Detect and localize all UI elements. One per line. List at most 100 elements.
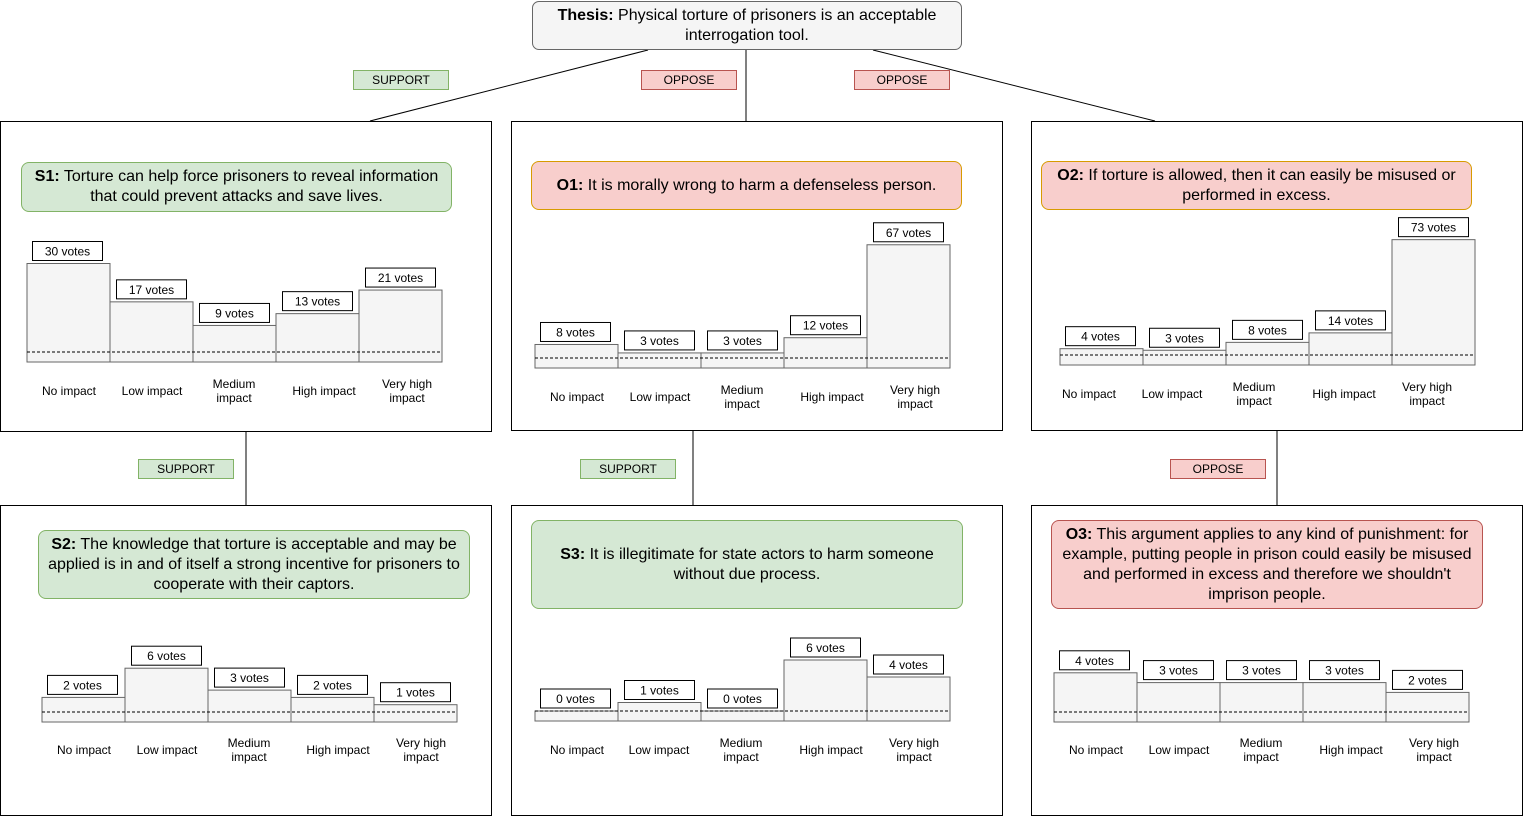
- relation-label-s2: SUPPORT: [138, 459, 234, 479]
- category-label-o3-3: High impact: [1319, 743, 1383, 757]
- relation-label-s3: SUPPORT: [580, 459, 676, 479]
- claim-o2-label: O2:: [1057, 166, 1084, 184]
- value-label-box-o2-1: [1149, 327, 1220, 348]
- category-label-o2-0: No impact: [1062, 387, 1117, 401]
- value-label-s3-4: 4 votes: [889, 658, 928, 672]
- relation-label-o2: OPPOSE: [854, 70, 950, 90]
- value-label-box-o2-2: [1232, 319, 1303, 340]
- value-label-box-o2-0: [1065, 326, 1136, 347]
- value-label-box-s1-3: [282, 291, 353, 312]
- bar-s2-2: [207, 689, 292, 723]
- value-label-box-s3-1: [624, 680, 695, 700]
- category-label-s3-1: Low impact: [629, 743, 690, 757]
- bar-s2-1: [124, 667, 209, 723]
- value-label-o1-2: 3 votes: [723, 334, 762, 348]
- bar-s2-0: [41, 696, 126, 723]
- value-label-o1-0: 8 votes: [556, 325, 595, 339]
- value-label-o2-1: 3 votes: [1165, 331, 1204, 345]
- value-label-box-s2-3: [297, 674, 368, 695]
- claim-o2-text: If torture is allowed, then it can easil…: [1088, 166, 1456, 204]
- category-label-o1-3: High impact: [800, 390, 864, 404]
- relation-label-o1: OPPOSE: [641, 70, 737, 90]
- thesis-box: Thesis: Physical torture of prisoners is…: [532, 1, 962, 50]
- value-label-o2-3: 14 votes: [1328, 314, 1373, 328]
- claim-o3-label: O3:: [1065, 525, 1093, 543]
- category-label-o3-1: Low impact: [1149, 743, 1210, 757]
- claim-s3-text: It is illegitimate for state actors to h…: [589, 545, 934, 583]
- value-label-o2-0: 4 votes: [1081, 330, 1120, 344]
- value-label-box-s2-1: [131, 645, 202, 666]
- claim-o1-label: O1:: [556, 176, 584, 194]
- category-label-s1-0: No impact: [42, 384, 97, 398]
- bar-o1-4: [866, 244, 951, 369]
- category-label-o2-1: Low impact: [1142, 387, 1203, 401]
- category-label-s3-3: High impact: [799, 743, 863, 757]
- category-label-s2-3: High impact: [306, 743, 370, 757]
- category-label-s2-1: Low impact: [137, 743, 198, 757]
- category-label-s3-0: No impact: [550, 743, 605, 757]
- bar-o1-2: [700, 352, 785, 369]
- claim-o3: O3: This argument applies to any kind of…: [1051, 520, 1483, 609]
- value-label-box-o2-3: [1315, 310, 1386, 331]
- value-label-box-o3-2: [1226, 660, 1297, 681]
- bar-o3-2: [1219, 682, 1304, 723]
- value-label-s3-3: 6 votes: [806, 641, 845, 655]
- bar-o2-1: [1142, 349, 1227, 366]
- bar-s1-0: [26, 263, 111, 363]
- value-label-s1-0: 30 votes: [45, 245, 90, 259]
- category-label-o1-0: No impact: [550, 390, 605, 404]
- value-label-s2-4: 1 votes: [396, 686, 435, 700]
- claim-o3-text: This argument applies to any kind of pun…: [1062, 525, 1472, 603]
- bar-s1-3: [275, 313, 360, 363]
- bar-s3-1: [617, 702, 702, 722]
- value-label-o3-1: 3 votes: [1159, 664, 1198, 678]
- value-label-box-s3-4: [873, 654, 944, 675]
- bar-s1-1: [109, 301, 194, 363]
- value-label-s1-3: 13 votes: [295, 295, 340, 309]
- value-label-o1-1: 3 votes: [640, 334, 679, 348]
- claim-s2-label: S2:: [51, 535, 77, 553]
- bar-o3-0: [1053, 672, 1138, 723]
- value-label-o1-3: 12 votes: [803, 319, 848, 333]
- category-label-o2-3: High impact: [1312, 387, 1376, 401]
- value-label-box-o1-1: [624, 330, 695, 351]
- thesis-label: Thesis:: [557, 6, 614, 24]
- value-label-box-s2-2: [214, 667, 285, 688]
- value-label-s2-3: 2 votes: [313, 678, 352, 692]
- value-label-box-o2-4: [1398, 217, 1469, 238]
- value-label-s1-4: 21 votes: [378, 271, 423, 285]
- value-label-box-s2-0: [47, 674, 118, 695]
- value-label-box-s1-0: [32, 241, 103, 261]
- bar-o3-3: [1302, 682, 1387, 723]
- value-label-box-o1-3: [790, 315, 861, 336]
- category-label-s1-1: Low impact: [122, 384, 183, 398]
- category-label-s2-0: No impact: [57, 743, 112, 757]
- value-label-s2-0: 2 votes: [63, 678, 102, 692]
- value-label-s1-1: 17 votes: [129, 283, 174, 297]
- value-label-box-s3-2: [707, 688, 778, 709]
- bar-s2-3: [290, 696, 375, 723]
- value-label-box-o1-0: [540, 321, 611, 342]
- relation-label-o3: OPPOSE: [1170, 459, 1266, 479]
- bar-o2-0: [1059, 348, 1144, 366]
- bar-o1-0: [534, 343, 619, 369]
- claim-s1-label: S1:: [34, 168, 60, 185]
- bar-s1-4: [358, 289, 443, 363]
- value-label-s2-2: 3 votes: [230, 671, 269, 685]
- value-label-s3-1: 1 votes: [640, 684, 679, 698]
- value-label-box-o3-1: [1143, 660, 1214, 681]
- bar-o2-2: [1225, 341, 1310, 366]
- claim-s1: S1: Torture can help force prisoners to …: [21, 162, 452, 212]
- bar-o2-4: [1391, 239, 1476, 366]
- value-label-box-s2-4: [380, 682, 451, 703]
- bar-s3-3: [783, 659, 868, 722]
